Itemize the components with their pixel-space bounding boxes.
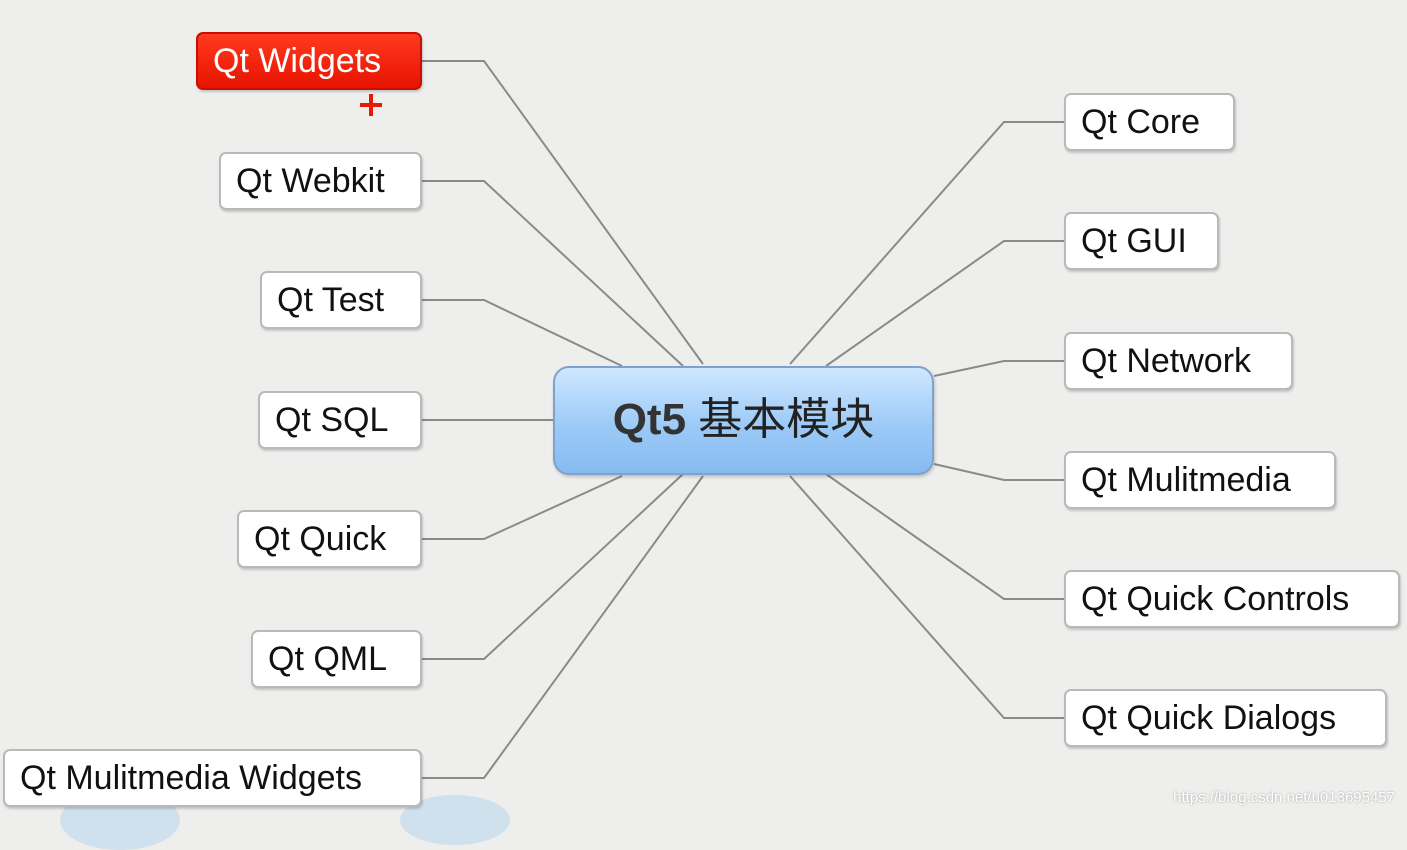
topic-qt-qml[interactable]: Qt QML [251, 630, 422, 688]
connector-line [933, 463, 1064, 481]
mindmap-canvas: Qt5 基本模块 Qt Widgets Qt Webkit Qt Test Qt… [3, 32, 1400, 850]
connector-line [422, 475, 623, 540]
connector-line [422, 299, 623, 367]
topic-qt-webkit[interactable]: Qt Webkit [219, 152, 422, 210]
central-topic[interactable]: Qt5 基本模块 [553, 366, 934, 475]
central-topic-suffix: 基本模块 [686, 395, 875, 444]
topic-qt-quick-controls[interactable]: Qt Quick Controls [1064, 570, 1400, 628]
topic-qt-mulitmedia-widgets[interactable]: Qt Mulitmedia Widgets [3, 749, 422, 807]
topic-qt-test[interactable]: Qt Test [260, 271, 422, 329]
topic-qt-network[interactable]: Qt Network [1064, 332, 1293, 390]
connector-line [422, 473, 684, 660]
connector-line [933, 360, 1064, 377]
topic-qt-quick[interactable]: Qt Quick [237, 510, 422, 568]
connector-line [422, 180, 684, 367]
connector-line [825, 473, 1064, 600]
topic-qt-sql[interactable]: Qt SQL [258, 391, 422, 449]
connector-line [422, 475, 704, 779]
connector-line [789, 121, 1064, 365]
topic-qt-core[interactable]: Qt Core [1064, 93, 1235, 151]
connector-lines [422, 60, 1064, 779]
connector-line [422, 60, 704, 365]
connector-line [789, 475, 1064, 719]
central-topic-prefix: Qt5 [612, 395, 687, 444]
topic-qt-mulitmedia[interactable]: Qt Mulitmedia [1064, 451, 1336, 509]
topic-qt-gui[interactable]: Qt GUI [1064, 212, 1219, 270]
connector-line [825, 240, 1064, 367]
watermark-url: https://blog.csdn.net/u013695457 [1173, 789, 1395, 806]
topic-qt-widgets[interactable]: Qt Widgets [196, 32, 422, 90]
topic-qt-quick-dialogs[interactable]: Qt Quick Dialogs [1064, 689, 1387, 747]
add-topic-icon[interactable] [358, 92, 384, 118]
